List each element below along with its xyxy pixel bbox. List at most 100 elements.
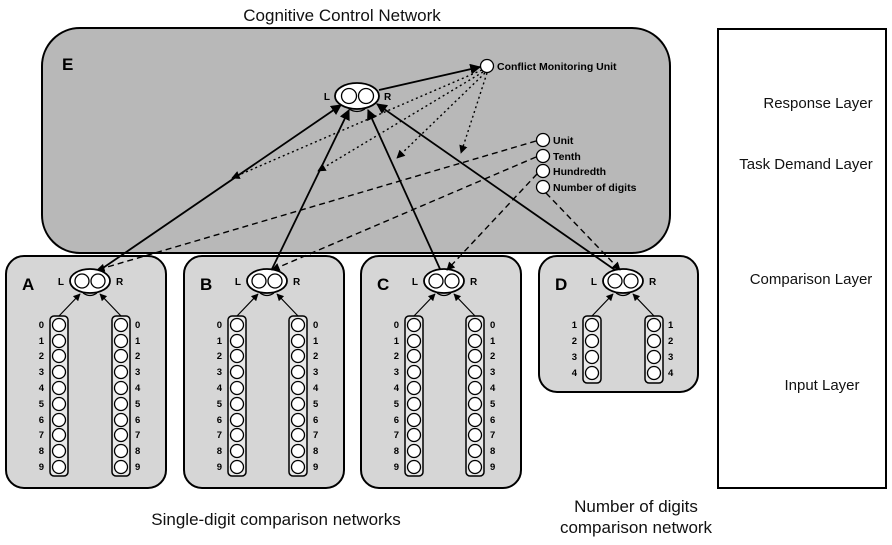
svg-text:9: 9 [39,462,44,473]
svg-text:9: 9 [394,462,399,473]
panel-b-left-input-column: 0 1 2 3 4 5 6 7 8 9 [217,315,247,477]
caption-single-digit-networks: Single-digit comparison networks [151,510,400,529]
svg-text:4: 4 [572,368,578,379]
conflict-monitoring-label: Conflict Monitoring Unit [497,61,617,73]
svg-text:1: 1 [135,336,141,347]
svg-text:2: 2 [135,351,140,362]
svg-text:3: 3 [217,367,222,378]
svg-text:1: 1 [217,336,223,347]
svg-text:0: 0 [394,320,399,331]
task-number-of-digits-label: Number of digits [553,182,637,194]
svg-text:9: 9 [217,462,222,473]
svg-text:3: 3 [668,352,673,363]
panel-b-comparison-unit: L R [235,268,301,297]
svg-text:1: 1 [668,320,674,331]
input-to-comparison-links [58,293,655,317]
svg-text:7: 7 [394,430,399,441]
task-to-comparison-links [96,140,621,272]
panel-d-left-input-column: 1 2 3 4 [572,315,602,384]
svg-text:3: 3 [394,367,399,378]
svg-text:7: 7 [490,430,495,441]
svg-text:6: 6 [313,415,318,426]
svg-text:2: 2 [394,351,399,362]
conflict-monitoring-unit: Conflict Monitoring Unit [479,58,617,74]
response-unit: L R [324,82,392,113]
svg-text:8: 8 [313,446,318,457]
svg-text:0: 0 [490,320,495,331]
svg-text:6: 6 [394,415,399,426]
svg-text:4: 4 [39,383,45,394]
comparison-to-response-links [99,63,616,271]
task-tenth-label: Tenth [553,151,581,163]
panel-d-comparison-unit: L R [591,268,657,297]
svg-text:R: R [293,277,301,288]
svg-text:8: 8 [490,446,495,457]
svg-text:6: 6 [39,415,44,426]
panel-a-comparison-unit: L R [58,268,124,297]
panel-c-right-input-column: 0 1 2 3 4 5 6 7 8 9 [465,315,496,477]
panel-c-comparison-unit: L R [412,268,478,297]
svg-text:4: 4 [668,368,674,379]
svg-text:6: 6 [217,415,222,426]
panel-a-letter: A [22,275,34,294]
svg-text:5: 5 [217,399,223,410]
svg-text:3: 3 [572,352,577,363]
svg-text:R: R [470,277,478,288]
svg-text:R: R [649,277,657,288]
layer-label-task-demand: Task Demand Layer [739,156,872,173]
panel-e-letter: E [62,55,73,74]
svg-text:2: 2 [490,351,495,362]
svg-text:8: 8 [394,446,399,457]
svg-text:2: 2 [668,336,673,347]
svg-text:7: 7 [135,430,140,441]
caption-number-of-digits-line1: Number of digits [574,497,698,516]
svg-text:1: 1 [394,336,400,347]
svg-text:3: 3 [490,367,495,378]
svg-text:L: L [412,277,418,288]
task-hundredth-label: Hundredth [553,166,606,178]
panel-a-left-input-column: 0 1 2 3 4 5 6 7 8 9 [39,315,69,477]
svg-text:3: 3 [135,367,140,378]
svg-text:5: 5 [135,399,141,410]
svg-text:5: 5 [394,399,400,410]
svg-text:1: 1 [313,336,319,347]
svg-text:0: 0 [217,320,222,331]
svg-text:0: 0 [313,320,318,331]
layer-legend-box [717,28,887,489]
svg-text:2: 2 [217,351,222,362]
caption-number-of-digits-line2: comparison network [560,518,713,537]
svg-text:9: 9 [313,462,318,473]
svg-text:5: 5 [490,399,496,410]
svg-text:4: 4 [313,383,319,394]
svg-text:5: 5 [313,399,319,410]
svg-text:0: 0 [39,320,44,331]
svg-text:8: 8 [135,446,140,457]
svg-text:8: 8 [39,446,44,457]
panel-d-letter: D [555,275,567,294]
layer-label-response: Response Layer [763,95,872,112]
svg-text:1: 1 [572,320,578,331]
svg-text:2: 2 [39,351,44,362]
task-demand-units: Unit Tenth Hundredth Number of digits [535,132,637,195]
diagram-title: Cognitive Control Network [243,6,441,25]
panel-d-right-input-column: 1 2 3 4 [644,315,674,384]
svg-text:4: 4 [490,383,496,394]
svg-text:0: 0 [135,320,140,331]
svg-text:3: 3 [39,367,44,378]
panel-c-left-input-column: 0 1 2 3 4 5 6 7 8 9 [394,315,424,477]
svg-text:6: 6 [135,415,140,426]
svg-text:4: 4 [217,383,223,394]
svg-text:3: 3 [313,367,318,378]
task-unit-label: Unit [553,135,574,147]
panel-c-letter: C [377,275,389,294]
svg-text:1: 1 [490,336,496,347]
svg-text:5: 5 [39,399,45,410]
response-right-label: R [384,92,392,103]
layer-label-comparison: Comparison Layer [750,271,873,288]
panel-b-right-input-column: 0 1 2 3 4 5 6 7 8 9 [288,315,319,477]
svg-text:1: 1 [39,336,45,347]
svg-text:L: L [591,277,597,288]
svg-text:9: 9 [135,462,140,473]
svg-text:7: 7 [313,430,318,441]
